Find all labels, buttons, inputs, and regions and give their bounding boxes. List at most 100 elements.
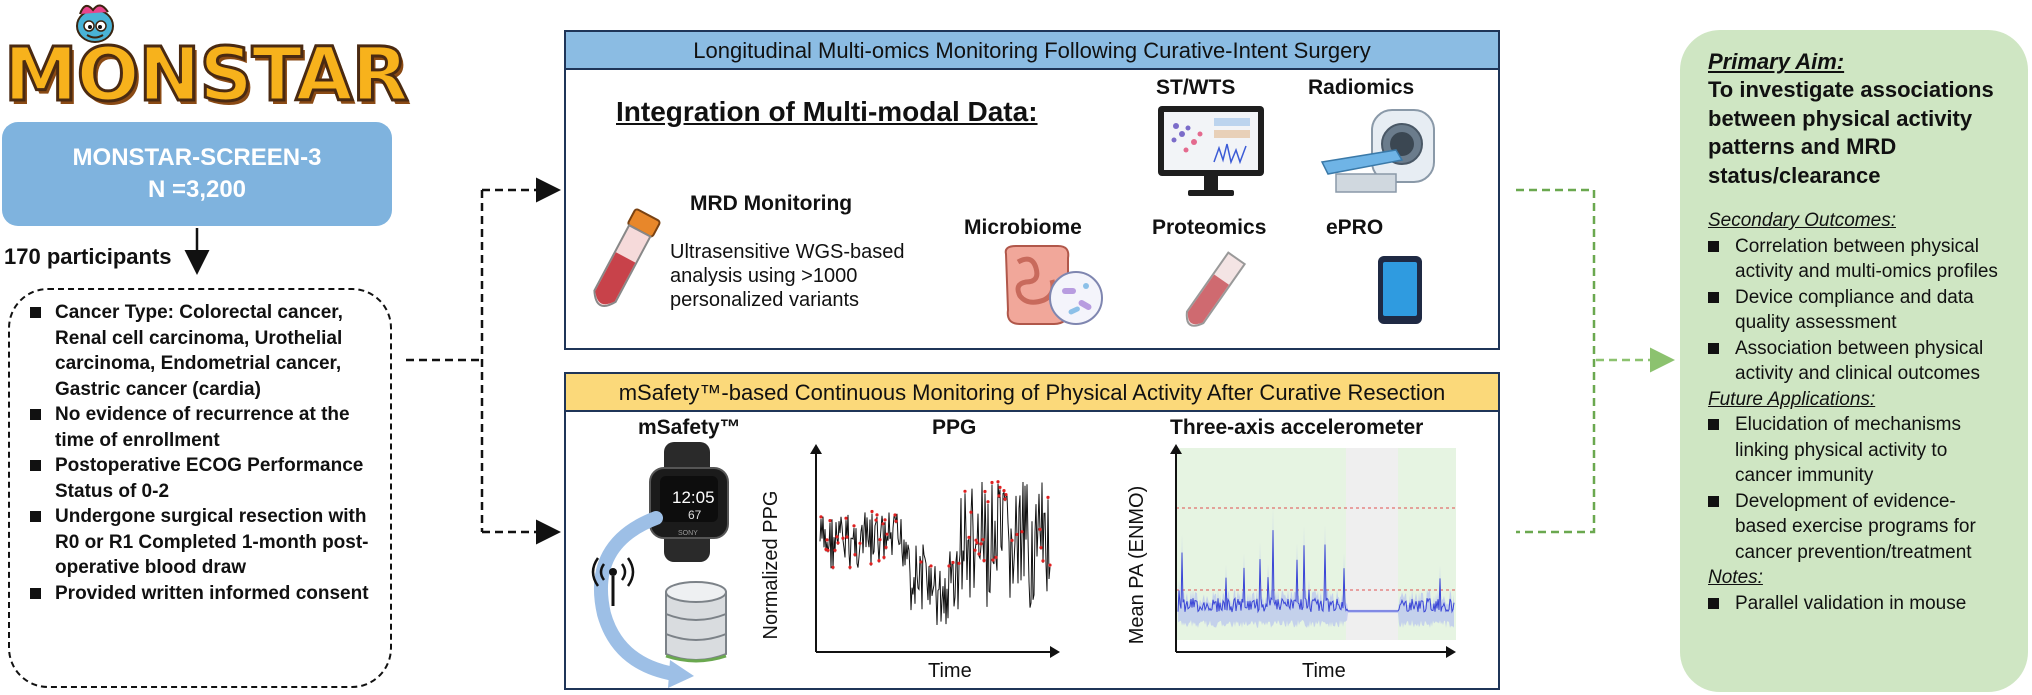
ppg-peak-marker [853,553,857,557]
ppg-peak-marker [974,538,978,542]
accelerometer-signal [1177,530,1455,614]
bullet-square-icon [30,511,41,522]
ppg-peak-marker [983,489,987,494]
notes-heading: Notes: [1708,567,1763,588]
criterion-item: Postoperative ECOG Performance Status of… [30,453,376,504]
ppg-peak-marker [963,489,967,493]
ppg-peak-marker [1038,527,1042,531]
accelerometer-ylabel: Mean PA (ENMO) [1126,485,1148,645]
ppg-peak-marker [844,516,848,520]
ppg-peak-marker [893,513,897,517]
ppg-peak-marker [883,518,887,522]
panel-title: mSafety™-based Continuous Monitoring of … [566,374,1498,412]
ppg-peak-marker [835,535,839,539]
ppg-peak-marker [957,561,961,565]
axis-arrow-icon [1050,646,1060,658]
accelerometer-chart [1170,444,1456,658]
cohort-box: MONSTAR-SCREEN-3 N =3,200 [2,122,392,226]
mrd-description: Ultrasensitive WGS-based analysis using … [670,241,905,311]
microbiome-icon [1004,245,1103,325]
tablet-icon [1378,256,1422,324]
ppg-peak-marker [1004,493,1008,497]
bullet-square-icon [1708,419,1719,430]
ppg-peak-marker [929,564,933,568]
ppg-peak-marker [951,560,955,565]
participants-count: 170 participants [4,244,172,269]
rest-band [1346,448,1398,640]
ppg-peak-marker [1010,538,1014,542]
ppg-peak-marker [969,510,973,514]
mascot-icon [76,4,114,43]
secondary-outcome-item: Correlation between physical activity an… [1708,234,2006,285]
blood-tube-icon [1185,251,1247,327]
primary-aim-text: To investigate associations between phys… [1708,77,1994,188]
smartwatch-icon [649,442,729,562]
accelerometer-title: Three-axis accelerometer [1170,416,1424,439]
ppg-peak-marker [947,564,951,568]
epro-label: ePRO [1326,216,1384,239]
ppg-signal [819,481,1051,626]
ppg-peak-marker [1002,489,1006,493]
ppg-peak-marker [1046,495,1050,499]
ppg-peak-marker [979,542,983,546]
bullet-square-icon [1708,495,1719,507]
ppg-peak-marker [870,509,874,514]
secondary-outcome-item: Device compliance and data quality asses… [1708,285,2006,336]
multiomics-panel: Longitudinal Multi-omics Monitoring Foll… [564,30,1500,350]
ppg-peak-marker [845,535,849,539]
ppg-peak-marker [1015,532,1019,537]
monstar-logo: MONSTAR [3,31,411,120]
bullet-square-icon [30,409,41,420]
ppg-peak-marker [858,541,862,545]
ppg-peak-marker [869,562,873,566]
integration-heading: Integration of Multi-modal Data: [616,96,1038,127]
bullet-square-icon [30,307,41,318]
primary-aim-heading: Primary Aim: [1708,49,1845,74]
ppg-peak-marker [981,538,985,542]
ppg-peak-marker [841,536,845,540]
ppg-peak-marker [885,532,889,536]
specimen-tube-icon [593,208,661,307]
ppg-peak-marker [1039,546,1043,550]
activity-monitoring-panel: mSafety™-based Continuous Monitoring of … [564,372,1500,690]
st-wts-label: ST/WTS [1156,76,1236,99]
ppg-peak-marker [878,538,882,542]
antenna-icon [591,557,635,606]
ppg-peak-marker [1048,563,1052,567]
cohort-size: N =3,200 [147,176,247,203]
bullet-square-icon [30,587,41,599]
ppg-peak-marker [994,555,998,559]
ppg-peak-marker [996,480,1000,484]
ppg-peak-marker [973,548,977,552]
ppg-peak-marker [977,552,981,556]
watch-time: 12:05 [672,488,715,507]
bullet-square-icon [1708,342,1719,354]
ppg-peak-marker [881,522,885,526]
ppg-peak-marker [967,535,971,539]
msafety-label: mSafety™ [638,416,741,439]
study-name: MONSTAR-SCREEN-3 [72,144,322,171]
ppg-peak-marker [848,565,852,569]
criterion-item: Provided written informed consent [30,581,376,607]
ppg-chart [810,444,1060,658]
study-aims: Primary Aim: To investigate associations… [1680,30,2028,692]
ppg-peak-marker [975,541,979,545]
ppg-peak-marker [836,541,840,545]
watch-brand: SONY [678,530,698,537]
ppg-ylabel: Normalized PPG [760,490,782,640]
eligibility-criteria: Cancer Type: Colorectal cancer, Renal ce… [8,288,392,688]
proteomics-label: Proteomics [1152,216,1267,239]
ppg-peak-marker [986,500,990,504]
ppg-xlabel: Time [928,660,972,682]
future-applications-heading: Future Applications: [1708,388,1876,410]
future-application-item: Development of evidence-based exercise p… [1708,489,2006,566]
accelerometer-range [1178,507,1454,628]
ppg-peak-marker [990,480,994,485]
data-transfer-icon [594,511,694,688]
ppg-peak-marker [833,548,837,552]
axis-arrow-icon [1446,646,1456,658]
ppg-peak-marker [919,560,923,564]
accelerometer-xlabel: Time [1302,660,1346,682]
ppg-peak-marker [997,494,1001,498]
microbiome-label: Microbiome [964,216,1082,239]
